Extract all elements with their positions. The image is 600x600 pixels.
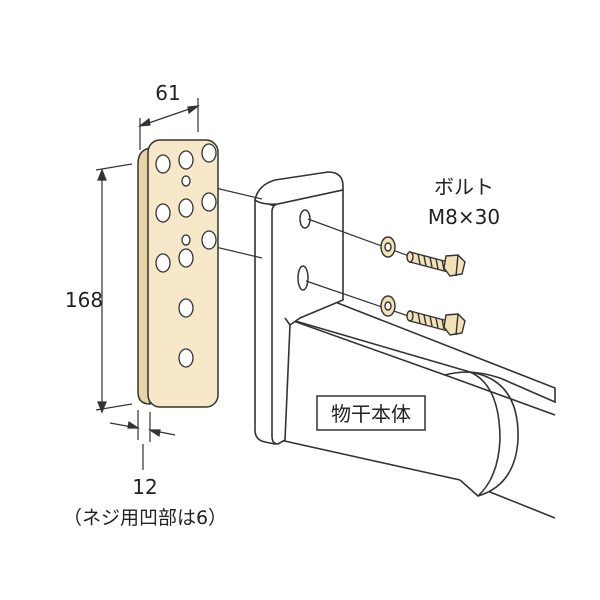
plate-hole: [155, 253, 171, 273]
plate-hole: [178, 298, 194, 318]
flange-hole-upper: [299, 209, 311, 229]
plate-hole: [178, 198, 194, 218]
bolt-upper: [380, 236, 466, 277]
plate-hole: [178, 248, 194, 268]
plate-hole: [155, 154, 171, 174]
dim-width-label: 61: [155, 81, 180, 105]
dimension-thickness: [109, 410, 176, 470]
plate-hole: [155, 203, 171, 223]
bolt-size-label: M8×30: [428, 205, 500, 229]
dim-thickness-label: 12: [132, 475, 157, 499]
dim-height-label: 168: [65, 288, 103, 312]
dimension-height: [95, 163, 133, 414]
pole-body: [279, 299, 556, 519]
bracket-plate: [137, 139, 219, 408]
flange-hole-lower: [297, 265, 309, 291]
plate-hole: [181, 175, 191, 187]
plate-hole: [178, 348, 194, 368]
plate-hole: [201, 192, 217, 212]
mounting-flange: [254, 171, 344, 445]
plate-hole: [201, 143, 217, 163]
plate-holes: [155, 143, 217, 368]
bolt-name-label: ボルト: [434, 175, 494, 199]
plate-hole: [181, 234, 191, 246]
bolt-lower: [380, 295, 466, 336]
plate-hole: [178, 150, 194, 170]
plate-hole: [201, 230, 217, 250]
dimension-width: [137, 98, 201, 150]
body-label: 物干本体: [331, 402, 411, 426]
body-label-box: 物干本体: [316, 395, 426, 431]
dim-thickness-note: （ネジ用凹部は6）: [63, 507, 227, 529]
